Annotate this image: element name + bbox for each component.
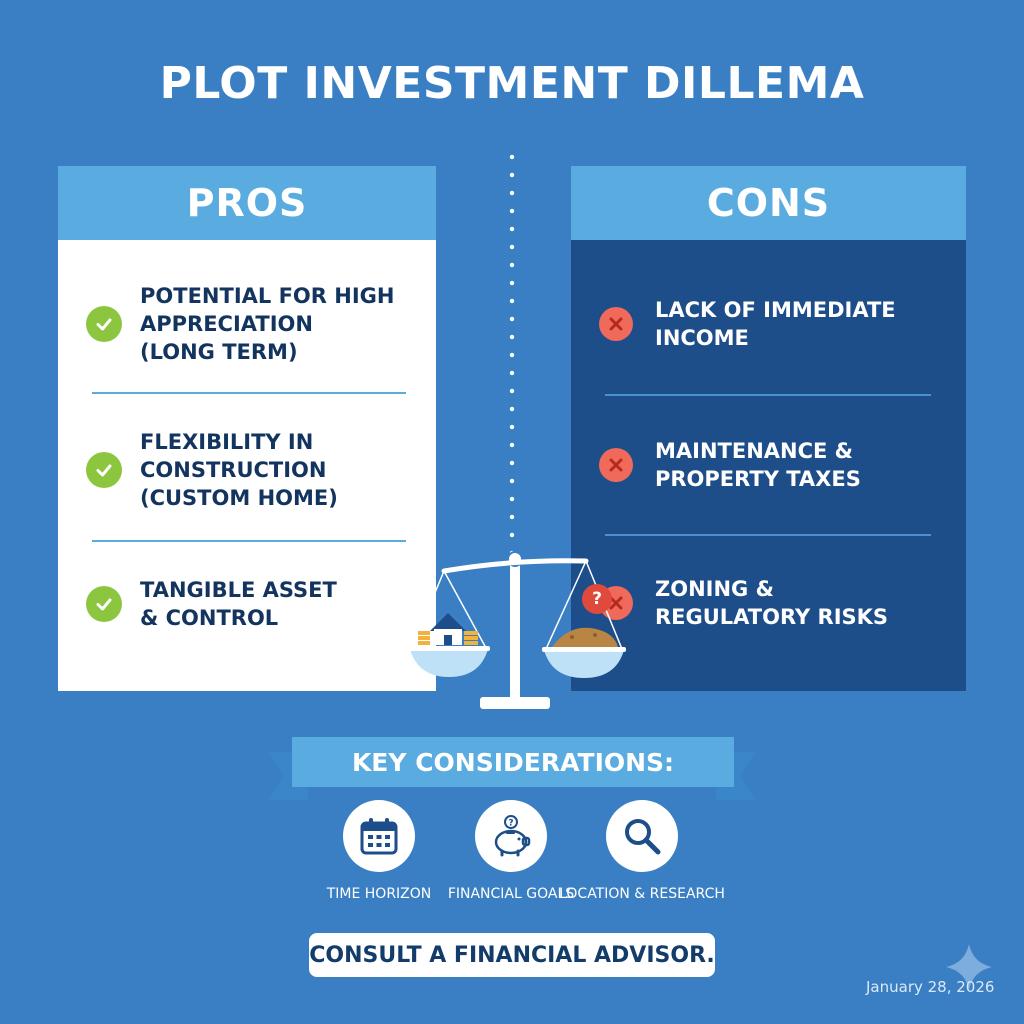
- check-icon: [86, 586, 122, 622]
- question-badge: ?: [582, 584, 612, 614]
- check-icon: [86, 452, 122, 488]
- cons-item-text: MAINTENANCE & PROPERTY TAXES: [655, 437, 861, 493]
- pros-item-text: TANGIBLE ASSET & CONTROL: [140, 576, 337, 632]
- cons-item: ZONING & REGULATORY RISKS: [571, 575, 966, 631]
- pros-item-line: POTENTIAL FOR HIGH: [140, 284, 395, 308]
- cons-item-text: LACK OF IMMEDIATE INCOME: [655, 296, 896, 352]
- pros-item-text: POTENTIAL FOR HIGH APPRECIATION (LONG TE…: [140, 282, 394, 366]
- pros-item-line: FLEXIBILITY IN: [140, 430, 314, 454]
- cons-item-text: ZONING & REGULATORY RISKS: [655, 575, 888, 631]
- pros-item-line: (CUSTOM HOME): [140, 486, 338, 510]
- piggy-bank-icon: ?: [475, 800, 547, 872]
- date-stamp: January 28, 2026: [866, 978, 995, 996]
- cons-item: MAINTENANCE & PROPERTY TAXES: [571, 437, 966, 493]
- consideration-label: LOCATION & RESEARCH: [559, 886, 725, 902]
- pros-panel: PROS POTENTIAL FOR HIGH APPRECIATION (LO…: [58, 166, 436, 691]
- cross-icon: [599, 448, 633, 482]
- cons-header: CONS: [571, 166, 966, 240]
- balance-scale-icon: [408, 551, 626, 709]
- cons-item-line: LACK OF IMMEDIATE: [655, 298, 896, 322]
- cons-item-line: INCOME: [655, 326, 749, 350]
- pros-separator: [92, 540, 406, 542]
- sparkle-icon: [946, 944, 992, 990]
- pros-header: PROS: [58, 166, 436, 240]
- pros-item-text: FLEXIBILITY IN CONSTRUCTION (CUSTOM HOME…: [140, 428, 338, 512]
- consideration-label: FINANCIAL GOALS: [447, 886, 575, 902]
- cross-icon: [599, 307, 633, 341]
- cons-item: LACK OF IMMEDIATE INCOME: [571, 296, 966, 352]
- page-title: PLOT INVESTMENT DILLEMA: [159, 58, 865, 109]
- cons-item-line: ZONING &: [655, 577, 774, 601]
- cons-item-line: PROPERTY TAXES: [655, 467, 861, 491]
- cons-separator: [605, 534, 931, 536]
- cons-separator: [605, 394, 931, 396]
- consideration-financial-goals: ? FINANCIAL GOALS: [411, 800, 611, 902]
- pros-item-line: (LONG TERM): [140, 340, 298, 364]
- pros-item: FLEXIBILITY IN CONSTRUCTION (CUSTOM HOME…: [58, 428, 436, 512]
- pros-item: TANGIBLE ASSET & CONTROL: [58, 576, 436, 632]
- consideration-time-horizon: TIME HORIZON: [279, 800, 479, 902]
- cons-item-line: MAINTENANCE &: [655, 439, 853, 463]
- pros-item-line: & CONTROL: [140, 606, 279, 630]
- key-considerations-heading: KEY CONSIDERATIONS:: [292, 737, 734, 787]
- pros-item-line: APPRECIATION: [140, 312, 313, 336]
- dotted-divider: [509, 148, 515, 568]
- pros-separator: [92, 392, 406, 394]
- consult-advisor-banner: CONSULT A FINANCIAL ADVISOR.: [309, 933, 715, 977]
- consideration-label: TIME HORIZON: [326, 886, 432, 902]
- pros-item-line: CONSTRUCTION: [140, 458, 327, 482]
- check-icon: [86, 306, 122, 342]
- cons-panel: CONS LACK OF IMMEDIATE INCOME MAINTENANC…: [571, 166, 966, 691]
- magnifier-icon: [606, 800, 678, 872]
- svg-text:?: ?: [508, 819, 513, 829]
- consideration-location-research: LOCATION & RESEARCH: [542, 800, 742, 902]
- calendar-icon: [343, 800, 415, 872]
- pros-item-line: TANGIBLE ASSET: [140, 578, 337, 602]
- cons-item-line: REGULATORY RISKS: [655, 605, 889, 629]
- pros-item: POTENTIAL FOR HIGH APPRECIATION (LONG TE…: [58, 282, 436, 366]
